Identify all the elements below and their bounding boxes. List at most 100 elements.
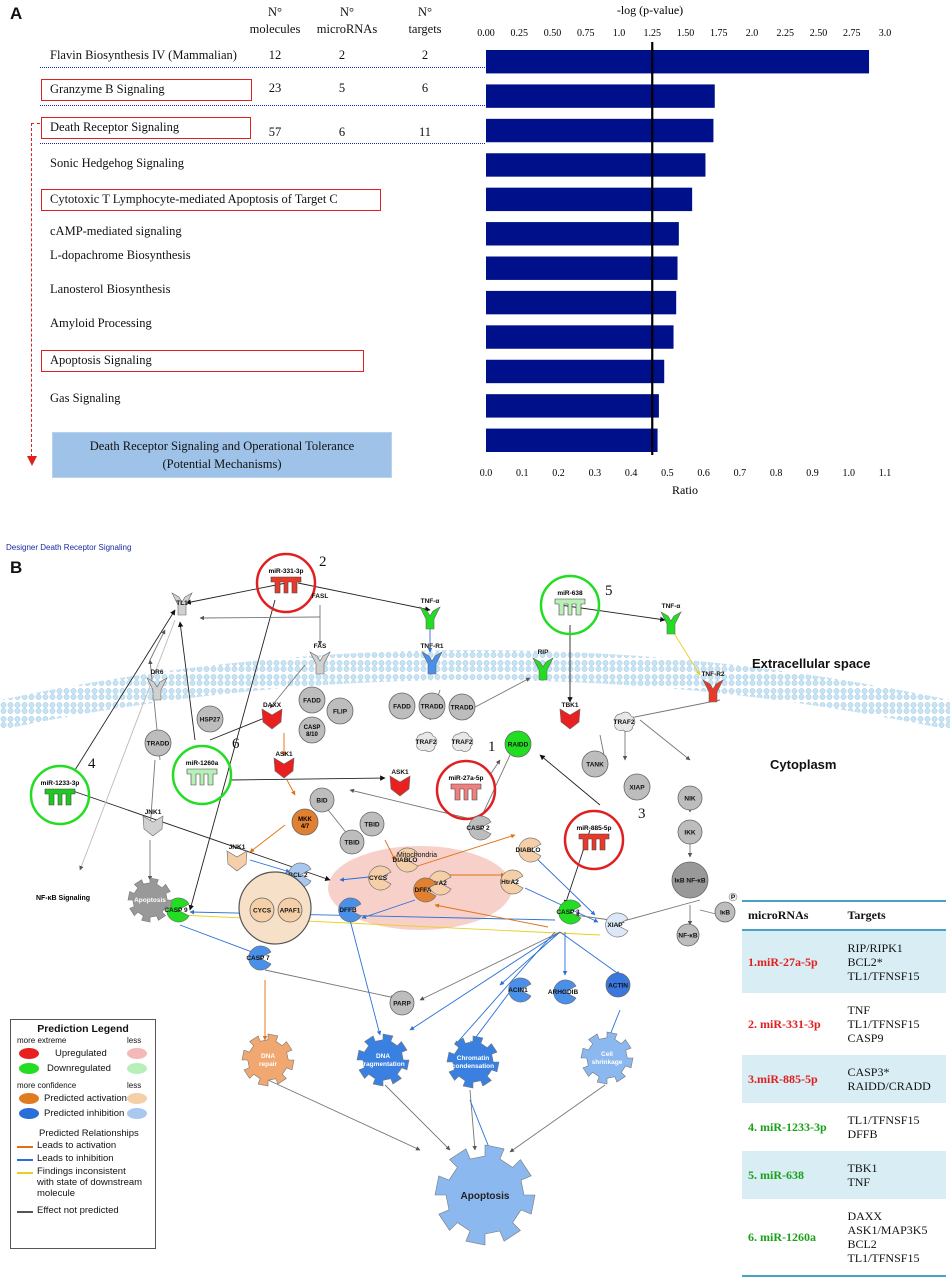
- edge-mir1260-tl1: [177, 621, 196, 741]
- node-circle: [448, 693, 476, 721]
- apoptosome: [238, 871, 312, 945]
- top-tick-label: 1.25: [644, 28, 662, 39]
- process-gear: [241, 1033, 295, 1087]
- node-label: FADD: [393, 704, 411, 711]
- node-label: CASP 3: [556, 909, 580, 916]
- kinase-shape: [559, 708, 581, 730]
- mirna-shape: [450, 783, 482, 801]
- node-label: FASL: [312, 593, 329, 600]
- legend-line-none: [17, 1211, 33, 1213]
- top-tick-label: 2.0: [746, 28, 759, 39]
- edge-fas-daxx: [269, 664, 306, 709]
- node-label: condensation: [452, 1063, 494, 1070]
- legend-findings-line1: Findings inconsistent: [37, 1166, 126, 1177]
- target-item: TBK1: [847, 1161, 878, 1175]
- node-label: JNK1: [229, 844, 246, 851]
- bottom-tick-label: 0.2: [552, 468, 565, 479]
- mirna-cell: 1.miR-27a-5p: [742, 930, 842, 993]
- targets-cell: CASP3*RAIDD/CRADD: [841, 1055, 946, 1103]
- target-item: TL1/TFNSF15: [847, 1113, 920, 1127]
- receptor-shape: [532, 657, 554, 681]
- edge-mkk-jnk1: [249, 824, 286, 853]
- receptor-shape: [660, 611, 682, 635]
- pathway-micrornas-count: 6: [338, 125, 346, 139]
- node-circle: [277, 897, 303, 923]
- col-targets: Targets: [841, 900, 946, 931]
- legend-leads-inhibition: Leads to inhibition: [37, 1153, 114, 1164]
- header-targets: N° targets: [395, 4, 455, 38]
- edge-mir885-raidd: [539, 754, 601, 806]
- legend-pred-activation: Predicted activation: [44, 1093, 127, 1104]
- node-circle: [298, 716, 326, 744]
- node-label: repair: [259, 1061, 278, 1068]
- red-arrow-head: [27, 456, 37, 466]
- number-4: 4: [88, 756, 96, 772]
- legend-less-1: less: [127, 1036, 142, 1045]
- enzyme-shape: [500, 869, 524, 895]
- enzyme-shape: [558, 899, 582, 925]
- process-gear: [446, 1035, 500, 1089]
- node-label: ASK1: [391, 769, 409, 776]
- node-circle: [677, 819, 703, 845]
- panel-a-letter: A: [10, 4, 23, 23]
- edge-dnafrag-apoptosis: [384, 1084, 451, 1151]
- edge-jnk1-bcl2: [249, 859, 291, 873]
- node-circle: [623, 773, 651, 801]
- node-label: DFFA: [415, 887, 432, 894]
- kinase-shape: [389, 775, 411, 797]
- mirna-shape: [44, 788, 76, 806]
- node-label: CASP 7: [246, 955, 270, 962]
- bottom-tick-label: 0.5: [661, 468, 674, 479]
- node-circle: [671, 861, 709, 899]
- edge-dffb-dnafrag: [349, 919, 382, 1036]
- node-label: NF-κB: [678, 933, 697, 940]
- number-1: 1: [488, 739, 496, 755]
- edge-acin1-chromatin: [469, 984, 516, 1046]
- prediction-legend: Prediction Legend more extreme less Upre…: [10, 1019, 156, 1249]
- mirna-shape: [186, 768, 218, 786]
- legend-pred-relationships: Predicted Relationships: [39, 1128, 139, 1139]
- node-label: JNK1: [145, 809, 162, 816]
- pathway-name: Gas Signaling: [50, 391, 121, 405]
- node-label: TNF-α: [421, 598, 440, 605]
- node-label: TRAF2: [452, 739, 473, 746]
- mirna-label: miR-331-3p: [268, 568, 303, 575]
- legend-act-light-swatch: [127, 1093, 147, 1104]
- top-tick-label: 0.75: [577, 28, 595, 39]
- edge-tnf-tnfr2: [671, 629, 701, 676]
- node-label: TBID: [364, 822, 379, 829]
- legend-pred-inhibition: Predicted inhibition: [44, 1108, 125, 1119]
- panel-b-letter: B: [10, 558, 23, 577]
- edge-mir1233-dffb: [69, 789, 331, 881]
- legend-effect-not-predicted: Effect not predicted: [37, 1205, 119, 1216]
- header-targets-line2: targets: [408, 22, 442, 36]
- edge-shrink-apoptosis: [509, 1084, 606, 1153]
- label-mitochondria: Mitochondria: [397, 852, 438, 859]
- traf-shape: [614, 711, 636, 732]
- x-axis-label: Ratio: [672, 483, 698, 497]
- connector-1: [40, 67, 485, 68]
- edge-casp3-dffa: [434, 903, 549, 928]
- node-label: APAF1: [280, 908, 301, 915]
- pathway-molecules-count: 12: [268, 48, 282, 62]
- mirna-shape: [554, 598, 586, 616]
- bottom-tick-label: 0.0: [480, 468, 493, 479]
- edge-casp3-dnafrag: [409, 931, 561, 1031]
- edge-dffa-dffb: [361, 899, 416, 919]
- enzyme-shape: [166, 897, 190, 923]
- mirna-cell: 6. miR-1260a: [748, 1230, 816, 1244]
- header-molecules-line2: molecules: [249, 22, 301, 36]
- node-label: DFFB: [339, 907, 357, 914]
- legend-line-act: [17, 1146, 33, 1148]
- node-label: TBID: [344, 840, 359, 847]
- header-targets-line1: N°: [417, 5, 433, 19]
- phospho-marker: [728, 892, 738, 902]
- node-label: TRADD: [421, 704, 444, 711]
